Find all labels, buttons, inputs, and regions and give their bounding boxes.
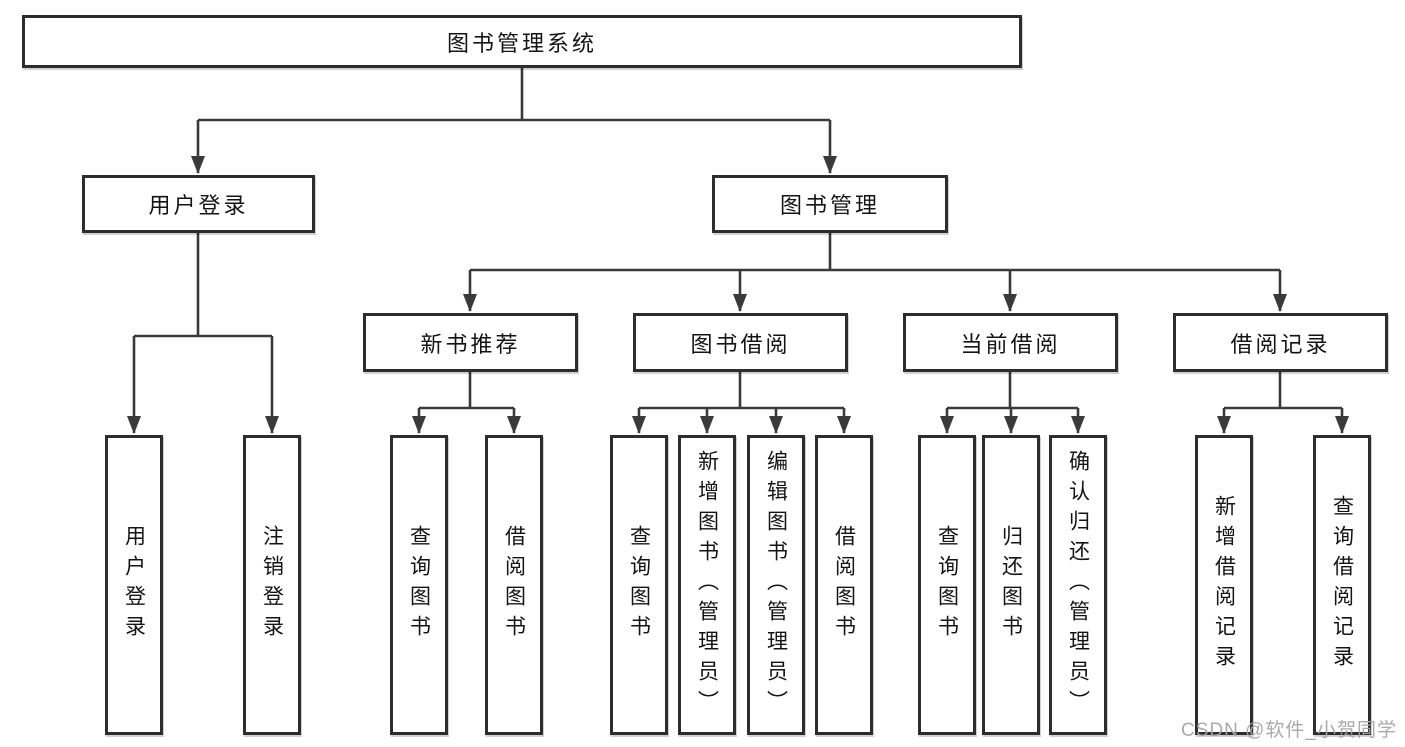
node-user-login-label: 用户登录 <box>148 193 249 218</box>
node-book-mgmt: 图书管理 <box>712 175 948 233</box>
leaf-query-book-3: 查询图书 <box>918 435 976 735</box>
leaf-edit-book-label: 编辑图书（管理员） <box>764 450 788 720</box>
leaf-borrow-book-2: 借阅图书 <box>815 435 873 735</box>
edge-borrow-records-bus <box>1224 372 1342 410</box>
leaf-query-book-2: 查询图书 <box>610 435 668 735</box>
leaf-user-login: 用户登录 <box>105 435 163 735</box>
leaf-user-login-label: 用户登录 <box>122 525 146 645</box>
node-current-borrow-label: 当前借阅 <box>960 331 1061 357</box>
leaf-add-borrow-record-label: 新增借阅记录 <box>1212 495 1236 675</box>
leaf-add-book: 新增图书（管理员） <box>678 435 736 735</box>
node-new-book-rec-label: 新书推荐 <box>420 331 521 357</box>
leaf-query-book-2-label: 查询图书 <box>627 525 651 645</box>
leaf-query-book-3-label: 查询图书 <box>935 525 959 645</box>
node-borrow-records: 借阅记录 <box>1173 313 1388 372</box>
edge-current-borrow-bus <box>947 372 1078 410</box>
leaf-confirm-return: 确认归还（管理员） <box>1049 435 1107 735</box>
edge-book-mgmt-bus <box>470 232 1280 272</box>
leaf-return-book: 归还图书 <box>982 435 1040 735</box>
leaf-add-borrow-record: 新增借阅记录 <box>1195 435 1253 735</box>
node-book-borrow-label: 图书借阅 <box>690 331 791 357</box>
leaf-confirm-return-label: 确认归还（管理员） <box>1066 450 1090 720</box>
leaf-query-book-1-label: 查询图书 <box>407 525 431 645</box>
leaf-edit-book: 编辑图书（管理员） <box>747 435 805 735</box>
node-borrow-records-label: 借阅记录 <box>1230 331 1331 357</box>
node-new-book-rec: 新书推荐 <box>363 313 578 372</box>
leaf-logout-label: 注销登录 <box>260 525 284 645</box>
leaf-query-book-1: 查询图书 <box>390 435 448 735</box>
leaf-query-borrow-record-label: 查询借阅记录 <box>1330 495 1354 675</box>
edge-root-stem <box>198 67 830 122</box>
node-root: 图书管理系统 <box>22 15 1022 68</box>
leaf-add-book-label: 新增图书（管理员） <box>695 450 719 720</box>
edge-book-borrow-bus <box>639 372 844 410</box>
node-current-borrow: 当前借阅 <box>903 313 1118 372</box>
csdn-watermark: CSDN @软件_小贺同学 <box>1181 720 1397 741</box>
edge-user-login-bus <box>134 232 272 338</box>
node-user-login: 用户登录 <box>82 175 315 233</box>
leaf-borrow-book-1: 借阅图书 <box>485 435 543 735</box>
leaf-query-borrow-record: 查询借阅记录 <box>1313 435 1371 735</box>
node-root-label: 图书管理系统 <box>446 30 597 56</box>
leaf-logout: 注销登录 <box>243 435 301 735</box>
leaf-return-book-label: 归还图书 <box>999 525 1023 645</box>
leaf-borrow-book-2-label: 借阅图书 <box>832 525 856 645</box>
node-book-borrow: 图书借阅 <box>633 313 848 372</box>
leaf-borrow-book-1-label: 借阅图书 <box>502 525 526 645</box>
edge-new-book-rec-bus <box>419 372 514 410</box>
node-book-mgmt-label: 图书管理 <box>779 193 880 218</box>
